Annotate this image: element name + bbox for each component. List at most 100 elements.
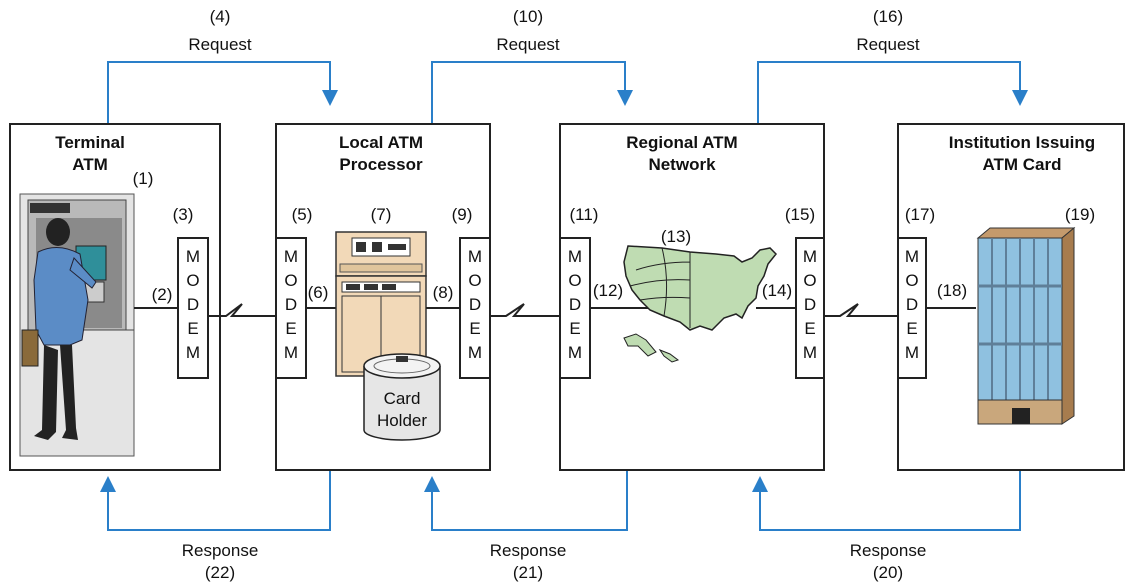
office-building-icon [976,226,1076,425]
arrow-up-icon [100,476,116,492]
ref-number-9: (9) [452,205,473,224]
modem-letter: M [284,247,298,266]
zigzag-link-icon [824,303,898,317]
person-icon [21,218,97,440]
modem-letter: M [803,247,817,266]
arrow-up-icon [752,476,768,492]
modem-letter: M [905,343,919,362]
modem-letter: D [187,295,199,314]
modem-outline [795,237,825,379]
modem-letter: D [804,295,816,314]
ref-number-3: (3) [173,205,194,224]
modem-outline [177,237,209,379]
box-title-line1: Local ATM [339,133,423,152]
ref-number-19: (19) [1065,205,1095,224]
local-atm-processor-box: Local ATM Processor (5) (6) (7) (8) (9) … [275,123,491,471]
modem-letter: D [906,295,918,314]
modem-outline [459,237,491,379]
request-flow-4: (4) Request [107,7,338,124]
arrow-down-icon [322,90,338,106]
modem-letter: O [803,271,816,290]
card-holder-line2: Holder [377,411,427,430]
box-title-line1: Regional ATM [626,133,737,152]
modem-letter: D [285,295,297,314]
modem-letter: O [468,271,481,290]
ref-number-13: (13) [661,227,691,246]
modem-letter: E [469,319,480,338]
modem-letter: D [569,295,581,314]
ref-number-14: (14) [762,281,792,300]
flow-label: Response [182,541,259,560]
modem-letter: M [568,343,582,362]
ref-number-17: (17) [905,205,935,224]
box-title-line1: Institution Issuing [949,133,1095,152]
modem-letter: O [284,271,297,290]
modem-letter: M [468,247,482,266]
modem-outline [275,237,307,379]
modem-letter: E [285,319,296,338]
flow-label: Request [496,35,560,54]
ref-number-2: (2) [152,285,173,304]
regional-atm-network-box: Regional ATM Network (11) (12) (13) (14)… [559,123,825,471]
modem-letter: E [569,319,580,338]
ref-number-8: (8) [433,283,454,302]
flow-number: (21) [513,563,543,582]
modem-letter: E [906,319,917,338]
modem-terminal: M O D E M [177,237,209,379]
modem-regional-left: M O D E M [559,237,591,379]
ref-number-18: (18) [937,281,967,300]
card-holder-line1: Card [384,389,421,408]
flow-label: Request [188,35,252,54]
ref-number-1: (1) [133,169,154,188]
response-flow-21: Response (21) [424,471,628,582]
response-flow-20: Response (20) [752,471,1021,582]
modem-letter: O [186,271,199,290]
request-line [107,61,331,124]
ref-number-11: (11) [570,205,599,224]
database-cylinder-icon: Card Holder [363,353,441,441]
ref-number-12: (12) [593,281,623,300]
modem-letter: O [568,271,581,290]
flow-number: (10) [513,7,543,26]
flow-label: Response [490,541,567,560]
modem-letter: M [568,247,582,266]
arrow-down-icon [1012,90,1028,106]
request-flow-16: (16) Request [757,7,1028,124]
modem-letter: E [187,319,198,338]
flow-number: (4) [210,7,231,26]
modem-letter: E [804,319,815,338]
modem-local-right: M O D E M [459,237,491,379]
modem-letter: D [469,295,481,314]
zigzag-link-icon [208,303,276,317]
ref-number-6: (6) [308,283,329,302]
request-flow-10: (10) Request [431,7,633,124]
response-line [759,471,1021,531]
terminal-atm-box: Terminal ATM (1) (2) (3) M [9,123,221,471]
us-map-icon [623,245,778,363]
flow-number: (22) [205,563,235,582]
modem-letter: O [905,271,918,290]
arrow-down-icon [617,90,633,106]
flow-label: Request [856,35,920,54]
modem-letter: M [803,343,817,362]
flow-number: (16) [873,7,903,26]
issuing-institution-box: Institution Issuing ATM Card (17) (18) (… [897,123,1125,471]
response-line [107,471,331,531]
modem-letter: M [284,343,298,362]
ref-number-7: (7) [371,205,392,224]
modem-regional-right: M O D E M [795,237,825,379]
flow-number: (20) [873,563,903,582]
request-line [757,61,1021,124]
ref-number-5: (5) [292,205,313,224]
response-flow-22: Response (22) [100,471,331,582]
box-title-line2: Processor [339,155,423,174]
modem-local-left: M O D E M [275,237,307,379]
modem-letter: M [905,247,919,266]
request-line [431,61,626,124]
modem-letter: M [468,343,482,362]
arrow-up-icon [424,476,440,492]
box-title-line2: ATM [72,155,108,174]
box-title-line1: Terminal [55,133,125,152]
modem-letter: M [186,343,200,362]
